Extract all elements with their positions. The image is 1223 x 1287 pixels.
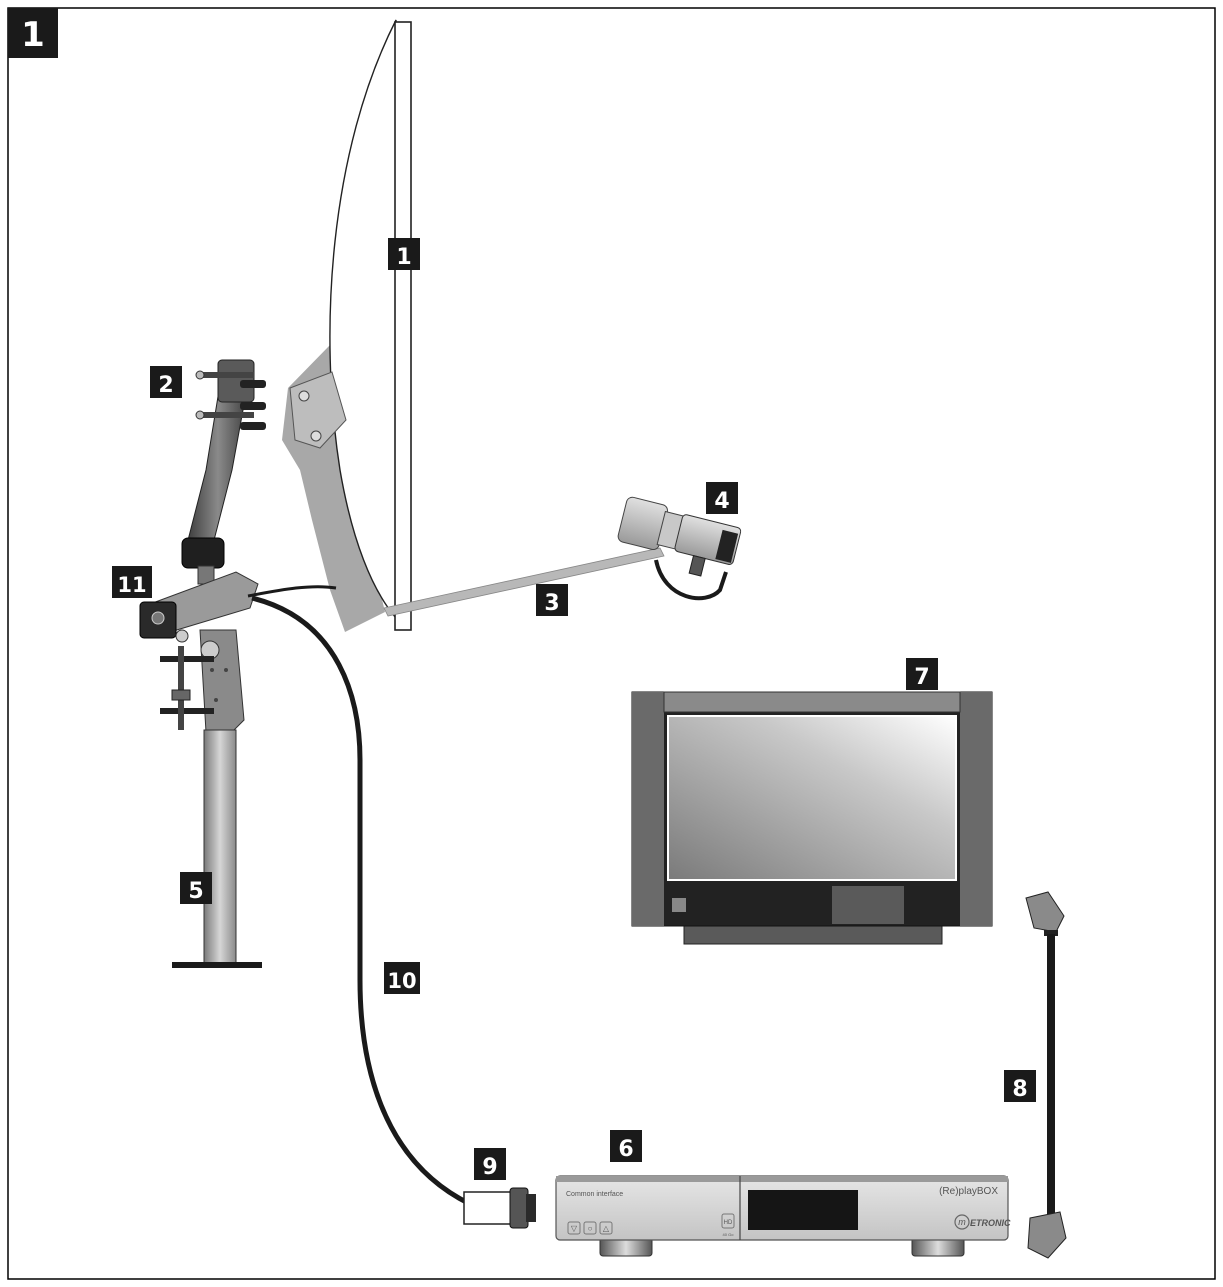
- svg-text:3: 3: [544, 591, 559, 616]
- receiver-buttons: ▽ ○ △: [567, 1221, 613, 1235]
- lnb-arm: [383, 547, 665, 617]
- svg-text:5: 5: [188, 879, 203, 904]
- lnb-cable: [654, 559, 728, 601]
- svg-text:9: 9: [482, 1155, 497, 1180]
- mast: [172, 729, 262, 968]
- u-bolt-clamps: [195, 370, 266, 430]
- callout-tv: 7: [906, 658, 938, 690]
- callout-f-connector: 9: [474, 1148, 506, 1180]
- svg-text:ETRONIC: ETRONIC: [970, 1218, 1011, 1228]
- dish-motor: [139, 571, 259, 733]
- lnb: [617, 496, 742, 577]
- callout-mount-bracket: 2: [150, 366, 182, 398]
- figure-number-badge: 1: [8, 8, 58, 58]
- svg-text:HD: HD: [724, 1220, 733, 1226]
- receiver: Common interface (Re)playBOX m ETRONIC ▽…: [555, 1175, 1011, 1257]
- callout-motor: 11: [112, 566, 152, 598]
- figure-frame: [7, 7, 1216, 1280]
- callout-coax-cable: 10: [384, 962, 420, 994]
- svg-text:6: 6: [618, 1137, 633, 1162]
- up-button-icon: △: [603, 1224, 610, 1233]
- svg-text:1: 1: [396, 245, 411, 270]
- coax-cable: [247, 585, 472, 1207]
- svg-text:40 Go: 40 Go: [723, 1232, 735, 1237]
- common-interface-label: Common interface: [566, 1191, 623, 1198]
- ok-button-icon: ○: [588, 1224, 593, 1233]
- svg-text:10: 10: [387, 969, 416, 993]
- callout-dish: 1: [388, 238, 420, 270]
- down-button-icon: ▽: [571, 1224, 578, 1233]
- callout-lnb: 4: [706, 482, 738, 514]
- scart-cable: [1025, 891, 1067, 1259]
- svg-text:8: 8: [1012, 1077, 1027, 1102]
- svg-text:11: 11: [117, 573, 146, 597]
- satellite-dish: [282, 19, 412, 632]
- callout-lnb-arm: 3: [536, 584, 568, 616]
- f-connector: [463, 1187, 536, 1229]
- callout-scart-cable: 8: [1004, 1070, 1036, 1102]
- mast-clamp: [160, 646, 214, 730]
- callout-receiver: 6: [610, 1130, 642, 1162]
- metronic-logo: m ETRONIC: [954, 1214, 1011, 1230]
- callout-mast: 5: [180, 872, 212, 904]
- brand-model-label: (Re)playBOX: [939, 1186, 998, 1197]
- receiver-display: [748, 1190, 858, 1230]
- svg-text:7: 7: [914, 665, 929, 690]
- mount-arm: [181, 359, 266, 585]
- svg-text:2: 2: [158, 373, 173, 398]
- television: [631, 691, 993, 945]
- hdd-badge: HD 40 Go: [721, 1213, 735, 1237]
- svg-text:4: 4: [714, 489, 729, 514]
- svg-text:m: m: [958, 1217, 966, 1227]
- figure-number: 1: [21, 15, 45, 55]
